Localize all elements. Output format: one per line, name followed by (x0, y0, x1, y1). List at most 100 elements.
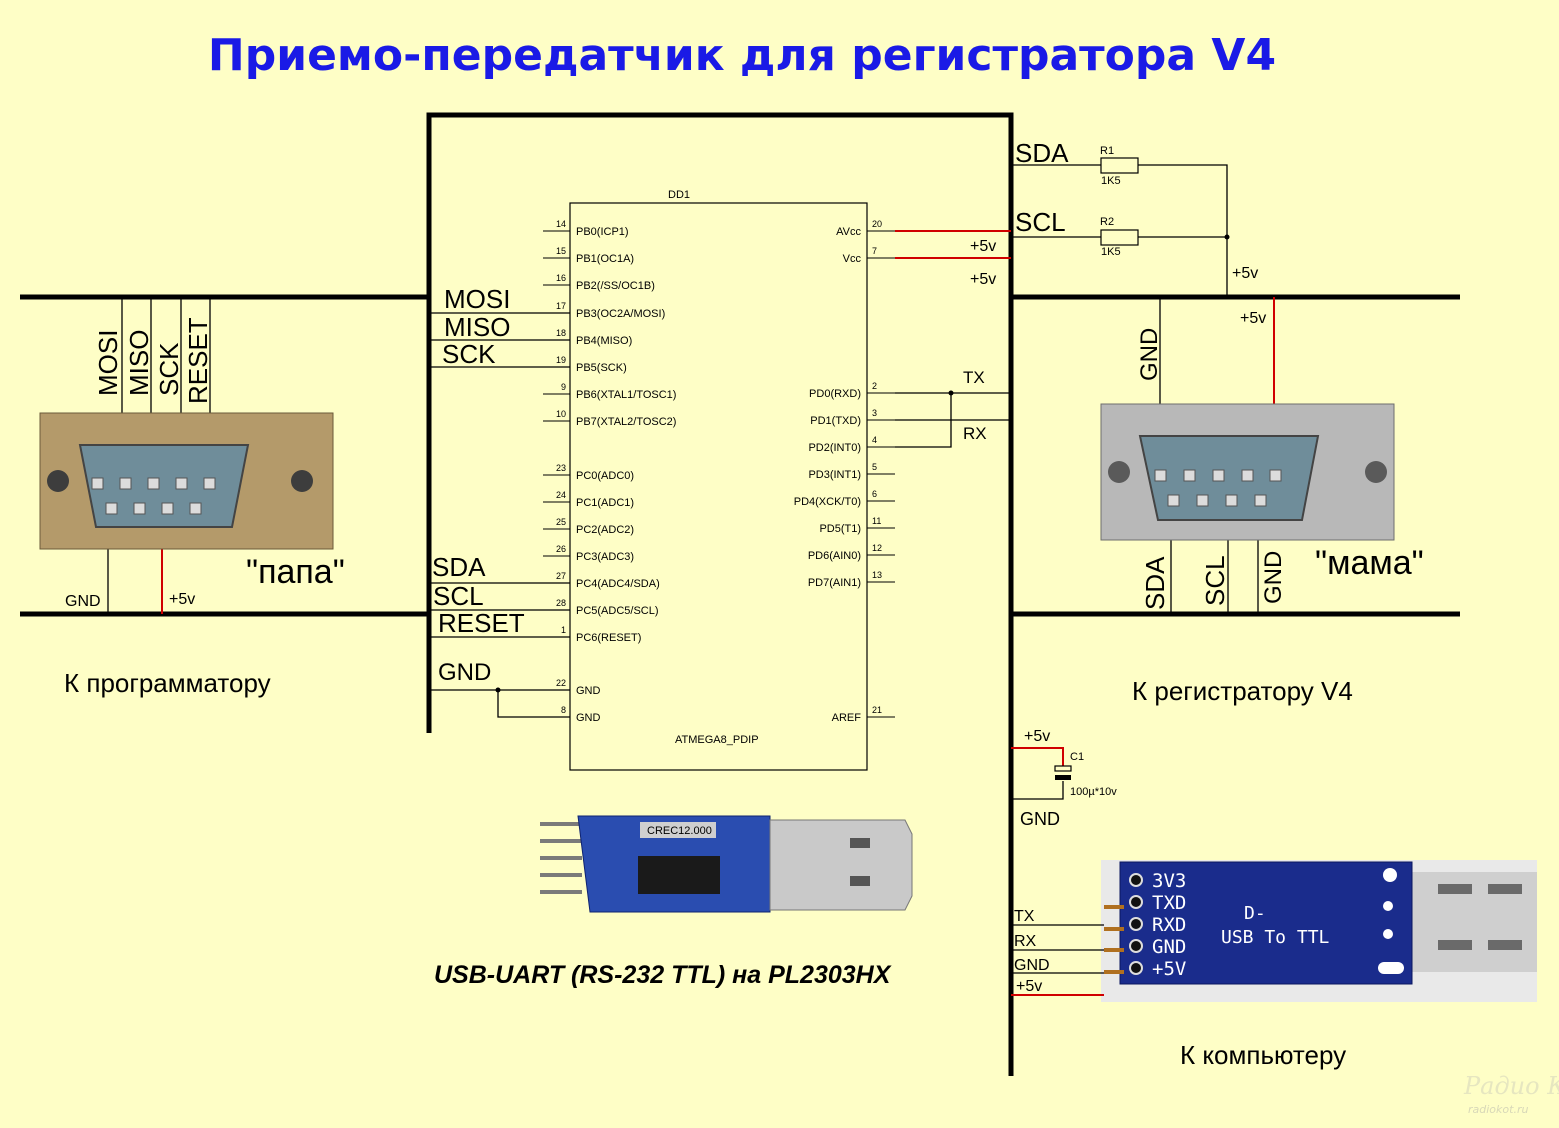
pin-name: PC5(ADC5/SCL) (576, 605, 659, 617)
pin-number: 4 (872, 435, 877, 445)
pin-number: 1 (561, 625, 566, 635)
db9-male-connector (39, 412, 334, 550)
pin-name: AREF (832, 712, 862, 724)
pin-number: 2 (872, 381, 877, 391)
pin-number: 13 (872, 570, 882, 580)
label-5v-papa: +5v (169, 591, 195, 608)
pin-name: PC1(ADC1) (576, 497, 634, 509)
pin-name: PD1(TXD) (810, 415, 861, 427)
label-gnd-left: GND (438, 659, 491, 686)
pin-number: 26 (556, 544, 566, 554)
watermark-url: radiokot.ru (1468, 1103, 1528, 1116)
label-mosi: MOSI (444, 284, 510, 314)
pin-name: PB2(/SS/OC1B) (576, 280, 655, 292)
label-sck: SCK (442, 339, 496, 369)
label-scl-mama: SCL (1200, 555, 1230, 606)
label-sda-right: SDA (1015, 138, 1069, 168)
usb-dongle: CREC12.000 (540, 815, 913, 913)
label-miso: MISO (444, 312, 510, 342)
pin-name: PC0(ADC0) (576, 470, 634, 482)
label-reset-vertical: RESET (183, 317, 213, 404)
label-5v-avcc: +5v (970, 238, 996, 255)
pin-number: 10 (556, 409, 566, 419)
chip-name: ATMEGA8_PDIP (675, 734, 759, 746)
pin-name: PB0(ICP1) (576, 226, 629, 238)
label-miso-vertical: MISO (124, 330, 154, 396)
pin-name: PC6(RESET) (576, 632, 641, 644)
pin-number: 9 (561, 382, 566, 392)
label-scl-right: SCL (1015, 207, 1066, 237)
papa-label: "папа" (246, 553, 345, 591)
label-mosi-vertical: MOSI (93, 330, 123, 396)
pin-number: 18 (556, 328, 566, 338)
pin-name: PD6(AIN0) (808, 550, 861, 562)
bus-lines (20, 112, 1460, 1076)
label-gnd-mama-top: GND (1136, 328, 1163, 381)
pin-number: 28 (556, 598, 566, 608)
label-sda-mama: SDA (1140, 556, 1170, 610)
chip-right-pins: 20AVcc7Vcc2PD0(RXD)3PD1(TXD)4PD2(INT0)5P… (794, 219, 895, 724)
pin-number: 22 (556, 678, 566, 688)
pin-number: 20 (872, 219, 882, 229)
pin-name: GND (576, 685, 601, 697)
capacitor-c1 (1011, 747, 1072, 800)
pl2303-pin-label: RXD (1152, 914, 1186, 936)
label-5v-cap: +5v (1024, 728, 1050, 745)
pin-number: 8 (561, 705, 566, 715)
label-tx-usb: TX (1014, 908, 1035, 925)
label-5v-pullup: +5v (1232, 265, 1258, 282)
label-reset-left: RESET (438, 608, 525, 638)
pin-name: PC3(ADC3) (576, 551, 634, 563)
board-text-usb: USB To TTL (1221, 927, 1330, 948)
pin-name: PB1(OC1A) (576, 253, 634, 265)
watermark-logo: Радио КОТ (1463, 1072, 1559, 1100)
programmer-caption: К программатору (64, 668, 271, 698)
dongle-chip-mark: CREC12.000 (647, 825, 712, 837)
pin-name: Vcc (843, 253, 862, 265)
r1-ref: R1 (1100, 145, 1114, 157)
usb-module-caption: USB-UART (RS-232 TTL) на PL2303HX (434, 961, 892, 989)
pin-number: 19 (556, 355, 566, 365)
pin-number: 6 (872, 489, 877, 499)
pin-name: PB3(OC2A/MOSI) (576, 308, 665, 320)
c1-ref: C1 (1070, 751, 1084, 763)
label-rx-usb: RX (1014, 933, 1037, 950)
label-5v-usb: +5v (1016, 978, 1042, 995)
pin-name: PD7(AIN1) (808, 577, 861, 589)
pin-name: GND (576, 712, 601, 724)
pin-number: 5 (872, 462, 877, 472)
c1-value: 100µ*10v (1070, 786, 1117, 798)
pin-name: PD3(INT1) (808, 469, 861, 481)
pin-name: PC2(ADC2) (576, 524, 634, 536)
pin-number: 14 (556, 219, 566, 229)
pin-number: 23 (556, 463, 566, 473)
mama-label: "мама" (1315, 544, 1424, 582)
pin-name: PB4(MISO) (576, 335, 632, 347)
label-gnd-mama: GND (1260, 551, 1287, 604)
pin-number: 15 (556, 246, 566, 256)
